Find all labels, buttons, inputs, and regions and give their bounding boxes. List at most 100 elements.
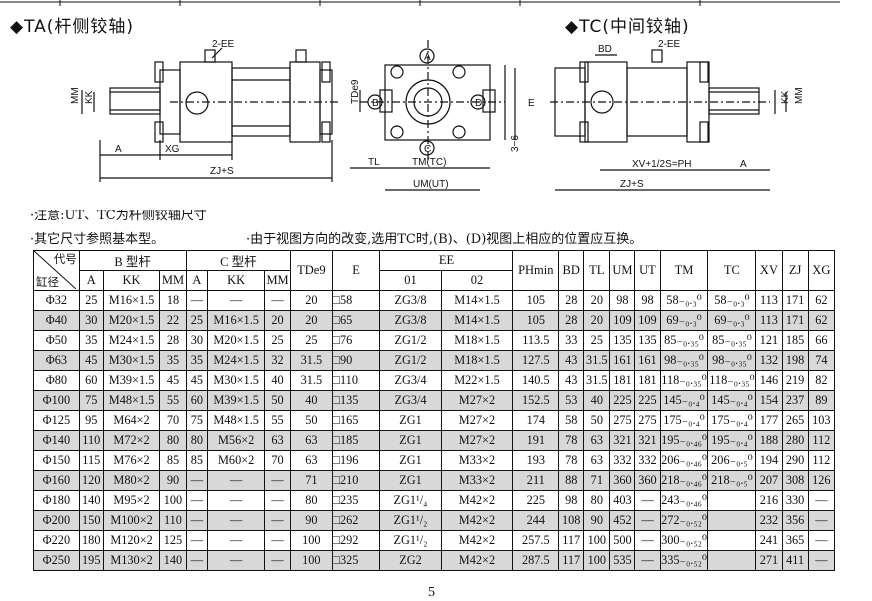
table-cell: 98₋₀.₃₅⁰ (707, 350, 757, 371)
table-cell: M30×1.5 (102, 350, 161, 371)
table-cell: 275 (634, 410, 661, 431)
table-cell: 25 (290, 330, 333, 351)
table-cell: ZG3/8 (379, 310, 442, 331)
col-ee02: 02 (440, 270, 514, 291)
table-cell: ZG1/2 (379, 350, 442, 371)
label-circle-c: C (424, 144, 431, 155)
table-cell: M27×2 (440, 430, 514, 451)
col-um: UM (609, 250, 636, 291)
col-b-kk: KK (102, 270, 161, 291)
table-cell: 108 (558, 510, 585, 531)
table-cell: 71 (290, 470, 333, 491)
table-cell: 60 (185, 390, 209, 411)
table-cell: 20 (263, 310, 292, 331)
table-cell: ZG1 (379, 430, 442, 451)
table-cell: 85₋₀.₃₅⁰ (659, 330, 709, 351)
group-ee: EE (379, 250, 514, 271)
table-cell: □110 (331, 370, 381, 391)
table-cell: M95×2 (102, 490, 161, 511)
table-cell: 121 (755, 330, 783, 351)
table-cell: 146 (755, 370, 783, 391)
table-cell: 63 (263, 430, 292, 451)
table-cell: 88 (558, 470, 585, 491)
table-cell: 30 (185, 330, 209, 351)
table-cell: — (807, 550, 836, 571)
table-cell: — (263, 510, 292, 531)
table-cell: 117 (558, 550, 585, 571)
table-cell: □235 (331, 490, 381, 511)
label-mm-right: MM (794, 87, 805, 104)
table-cell: 113.5 (512, 330, 560, 351)
table-cell: 40 (263, 370, 292, 391)
label-kk-right: KK (780, 90, 791, 104)
table-cell: 110 (78, 430, 104, 451)
table-cell: M48×1.5 (102, 390, 161, 411)
table-cell: — (634, 550, 661, 571)
table-cell: 140 (78, 490, 104, 511)
table-cell: Φ160 (33, 470, 80, 491)
table-cell: 55 (263, 410, 292, 431)
table-cell: 25 (185, 310, 209, 331)
label-umut: UM(UT) (413, 179, 449, 190)
table-cell: 112 (807, 450, 836, 471)
table-cell: Φ50 (33, 330, 80, 351)
table-cell: 85₋₀.₃₅⁰ (707, 330, 757, 351)
table-cell: 171 (781, 310, 809, 331)
col-b-mm: MM (159, 270, 187, 291)
label-tde9: TDe9 (350, 79, 361, 104)
label-zjs-left: ZJ+S (210, 166, 234, 177)
label-tl: TL (368, 157, 380, 168)
table-cell: Φ200 (33, 510, 80, 531)
table-cell: — (634, 510, 661, 531)
table-cell: 243₋₀.₄₆⁰ (659, 490, 709, 511)
table-cell: Φ80 (33, 370, 80, 391)
table-cell: 63 (583, 430, 611, 451)
table-cell: 40 (583, 390, 611, 411)
table-cell: Φ220 (33, 530, 80, 551)
table-cell: 452 (609, 510, 636, 531)
note-2: ·其它尺寸参照基本型。 (30, 232, 165, 247)
table-cell: Φ250 (33, 550, 80, 571)
table-cell: 115 (78, 450, 104, 471)
table-cell: M20×1.5 (207, 330, 265, 351)
table-cell: — (185, 470, 209, 491)
table-cell: 225 (634, 390, 661, 411)
table-cell: 20 (290, 290, 333, 311)
label-circle-b: B (372, 98, 379, 109)
table-cell: 58₋₀.₃⁰ (659, 290, 709, 311)
table-cell: 126 (807, 470, 836, 491)
table-cell: 90 (583, 510, 611, 531)
label-kk-left: KK (84, 90, 95, 104)
table-cell: 535 (609, 550, 636, 571)
table-cell: 118₋₀.₃₅⁰ (707, 370, 757, 391)
corner-cell: 代号 缸径 (33, 250, 80, 291)
col-b-a: A (78, 270, 104, 291)
table-cell: 175₋₀.₄⁰ (707, 410, 757, 431)
col-tl: TL (583, 250, 611, 291)
col-ut: UT (634, 250, 661, 291)
table-cell: 60 (78, 370, 104, 391)
table-cell: 80 (290, 490, 333, 511)
table-cell: M24×1.5 (207, 350, 265, 371)
table-cell: — (185, 550, 209, 571)
table-cell: M27×2 (440, 410, 514, 431)
label-circle-d: D (475, 98, 482, 109)
table-cell: ZG1 (379, 470, 442, 491)
table-cell: 66 (807, 330, 836, 351)
table-cell: M80×2 (102, 470, 161, 491)
table-cell: 161 (609, 350, 636, 371)
table-cell: 411 (781, 550, 809, 571)
table-cell: 25 (583, 330, 611, 351)
table-cell: 195 (78, 550, 104, 571)
table-cell: 403 (609, 490, 636, 511)
table-cell: □135 (331, 390, 381, 411)
table-cell: 125 (159, 530, 187, 551)
table-cell: 218₋₀.₅⁰ (707, 470, 757, 491)
table-cell: 70 (263, 450, 292, 471)
table-cell: 321 (634, 430, 661, 451)
table-cell: 185 (781, 330, 809, 351)
table-cell: 175₋₀.₄⁰ (659, 410, 709, 431)
table-cell: 71 (583, 470, 611, 491)
table-cell: 145₋₀.₄⁰ (659, 390, 709, 411)
